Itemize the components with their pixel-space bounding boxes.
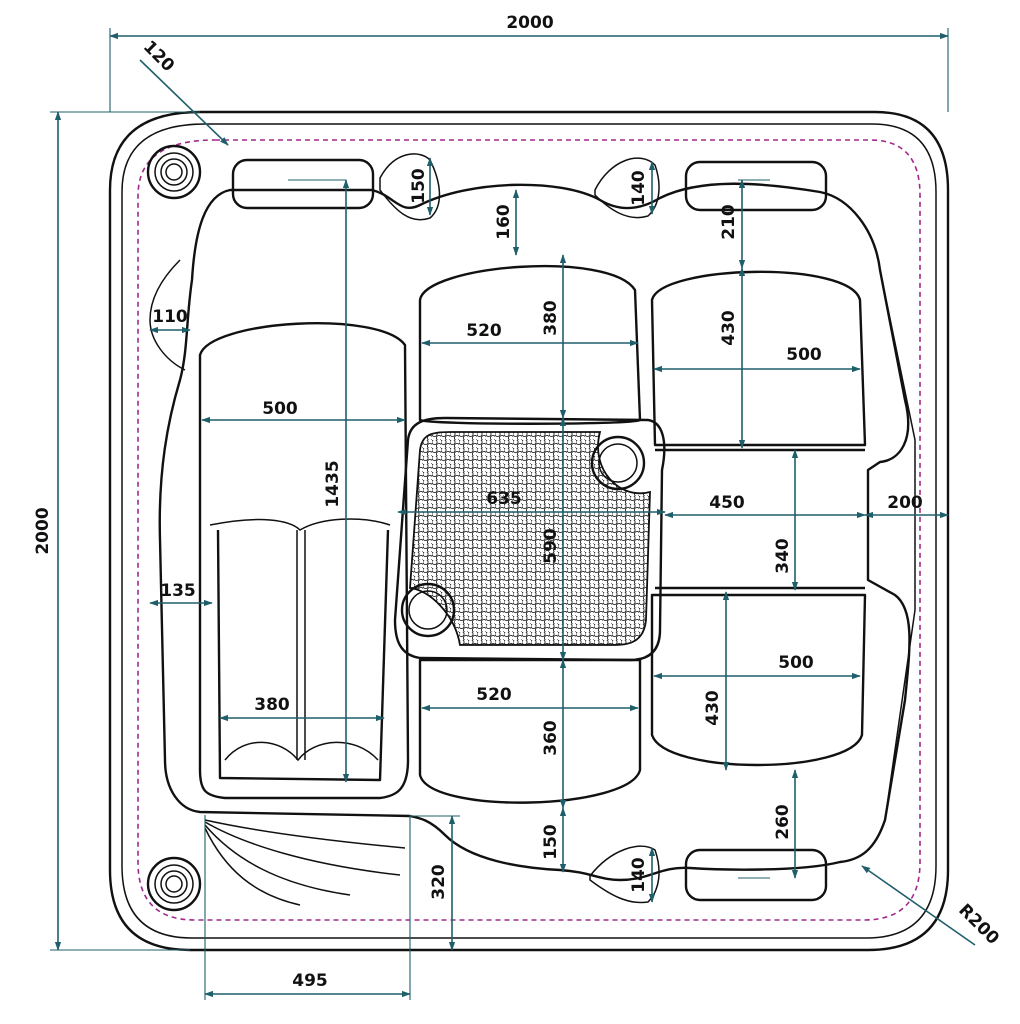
label-right-bottom-seat-width: 500 (778, 653, 814, 673)
corner-jet-top-left (146, 144, 202, 200)
label-center-top-seat-depth: 380 (541, 300, 561, 336)
label-left-side-margin: 135 (160, 581, 196, 601)
label-right-top-seat-width: 500 (786, 345, 822, 365)
label-bottom-step-depth: 320 (429, 864, 449, 900)
label-top-right-headrest-gap: 140 (629, 170, 649, 206)
label-overall-depth: 2000 (33, 507, 53, 554)
inner-well (149, 153, 916, 904)
corner-jet-bottom-left (146, 856, 202, 912)
label-top-left-headrest-gap: 150 (409, 168, 429, 204)
right-top-seat (650, 270, 867, 447)
label-center-top-seat-width: 520 (466, 321, 502, 341)
label-right-top-seat-offset: 210 (719, 204, 739, 240)
label-footwell-depth: 590 (541, 528, 561, 564)
label-center-bottom-seat-depth: 360 (541, 720, 561, 756)
tub-shell (108, 110, 950, 952)
label-corner-offset: 120 (139, 37, 178, 76)
lounger-seat (198, 322, 410, 800)
label-right-bench-depth: 340 (773, 538, 793, 574)
label-right-bench-width: 450 (709, 493, 745, 513)
waterline-dashed (137, 139, 921, 921)
label-right-bottom-seat-offset: 260 (773, 804, 793, 840)
filter-cup-top-right (590, 435, 646, 491)
right-bottom-seat (650, 593, 867, 767)
center-bottom-seat (418, 658, 642, 804)
label-bottom-step-width: 495 (292, 971, 328, 991)
step-jet-swoosh (204, 819, 406, 906)
label-right-step-depth: 200 (887, 493, 923, 513)
center-top-seat (418, 264, 642, 425)
label-lounger-length: 1435 (323, 460, 343, 507)
right-bench (655, 448, 865, 590)
label-overall-width: 2000 (506, 13, 553, 33)
headrest-top-right (684, 160, 828, 212)
label-center-bottom-seat-offset: 150 (541, 824, 561, 860)
label-lounger-footwell-width: 380 (254, 695, 290, 715)
label-right-bottom-seat-depth: 430 (703, 690, 723, 726)
label-right-top-seat-depth: 430 (719, 310, 739, 346)
label-bottom-right-headrest-gap: 140 (629, 857, 649, 893)
label-center-top-seat-offset: 160 (494, 204, 514, 240)
label-lounger-width: 500 (262, 399, 298, 419)
label-corner-radius: R200 (954, 900, 1003, 949)
label-footwell-width: 635 (486, 489, 522, 509)
dimension-lines (50, 28, 976, 1000)
headrest-bottom-right (684, 848, 828, 902)
filter-cup-bottom-left (400, 582, 456, 638)
headrest-top-left (231, 158, 375, 210)
label-left-step-depth: 110 (152, 307, 188, 327)
footwell (393, 416, 666, 662)
label-center-bottom-seat-width: 520 (476, 685, 512, 705)
